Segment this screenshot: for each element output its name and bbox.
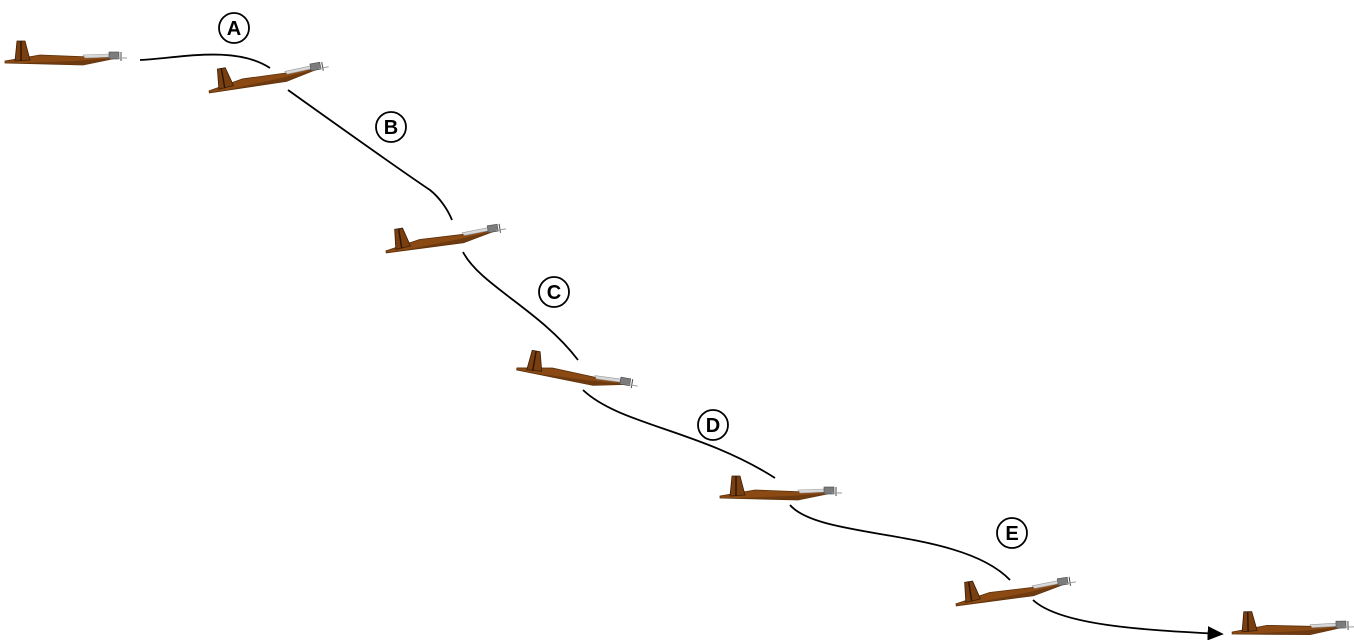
aircraft-2 (204, 49, 331, 96)
stage-label-d-text: D (706, 415, 720, 437)
aircraft-1 (4, 40, 128, 66)
stage-label-a-text: A (227, 18, 241, 40)
trajectory-segment-a (139, 53, 271, 69)
trajectory-segment-e (789, 504, 1011, 581)
aircraft-6 (952, 564, 1078, 609)
trajectory-segment-c (462, 251, 579, 361)
aircraft-7 (1231, 609, 1354, 637)
stage-label-c: C (538, 276, 570, 308)
stage-label-e: E (996, 517, 1028, 549)
stage-label-b-text: B (384, 117, 398, 139)
aircraft-5 (719, 475, 843, 501)
stage-label-e-text: E (1005, 523, 1018, 545)
trajectory-segment-final (1032, 599, 1224, 640)
stage-label-c-text: C (547, 282, 561, 304)
stage-label-a: A (218, 12, 250, 44)
trajectory-segment-b (287, 89, 453, 221)
stage-label-d: D (697, 409, 729, 441)
aircraft-4 (515, 347, 642, 394)
stage-label-b: B (375, 111, 407, 143)
aircraft-3 (382, 211, 508, 256)
trajectory-segment-d (582, 389, 776, 479)
